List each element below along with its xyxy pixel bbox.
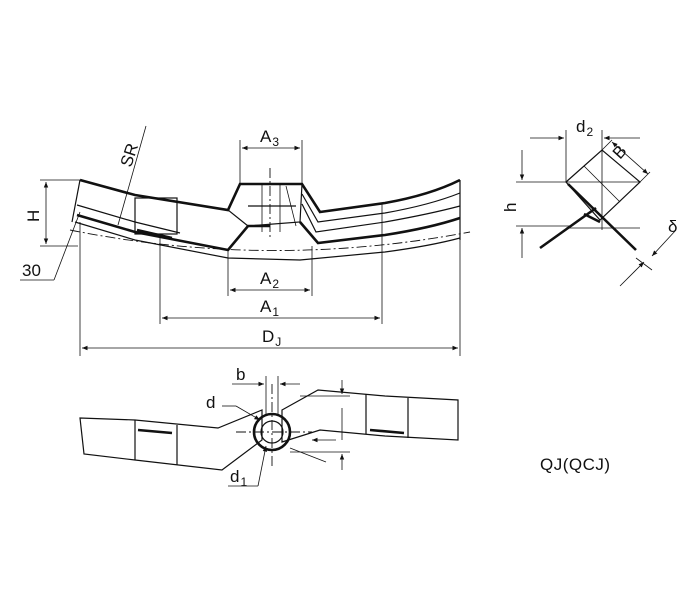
delta-tick (635, 257, 653, 271)
b-small-label: b (236, 365, 245, 384)
center-hidden-3 (285, 185, 297, 227)
a3-label: A3 (260, 127, 279, 149)
d-leader (235, 405, 261, 421)
b-ext-2 (639, 171, 651, 183)
left-clamp-rivet (136, 228, 173, 240)
a1-label: A1 (260, 297, 279, 319)
plan-view: b d d1 (79, 365, 459, 489)
plan-right-plate (281, 389, 459, 443)
angle-label: 30 (22, 261, 41, 280)
h-label: H (24, 210, 43, 222)
plan-left-rivet (137, 428, 173, 435)
section-view: d2 h B δ (501, 117, 677, 287)
d1-leader (257, 445, 268, 487)
delta-label: δ (668, 217, 677, 236)
front-view: SR H 30 A3 A2 A1 DJ (20, 125, 471, 356)
front-layer-2 (301, 203, 461, 233)
front-left-bottom (74, 221, 461, 261)
d2-label: d2 (576, 117, 593, 139)
section-rivet (583, 212, 601, 224)
front-layer-3 (299, 216, 461, 245)
plan-left-plate (79, 409, 263, 471)
angle-leader (53, 211, 81, 281)
d1-label: d1 (230, 467, 247, 489)
b-dim-line (611, 141, 649, 175)
center-block (227, 183, 303, 227)
sr-leader (117, 125, 147, 226)
h2-label: h (501, 203, 520, 212)
sr-arc (69, 229, 471, 251)
b-ext-1 (601, 139, 613, 151)
b-label: B (609, 142, 631, 163)
plan-right-rivet (369, 428, 405, 435)
delta-arrow-2 (651, 229, 677, 257)
sr-label: SR (117, 141, 142, 169)
section-blade-right (567, 183, 637, 251)
front-left-end (71, 179, 81, 223)
plan-diag (289, 447, 327, 463)
d-label: d (206, 393, 215, 412)
front-layer-1 (301, 192, 461, 223)
delta-arrow-1 (619, 261, 645, 287)
a2-label: A2 (260, 269, 279, 291)
model-caption: QJ(QCJ) (540, 455, 611, 474)
left-clamp-box (134, 197, 178, 235)
dj-label: DJ (262, 327, 281, 349)
